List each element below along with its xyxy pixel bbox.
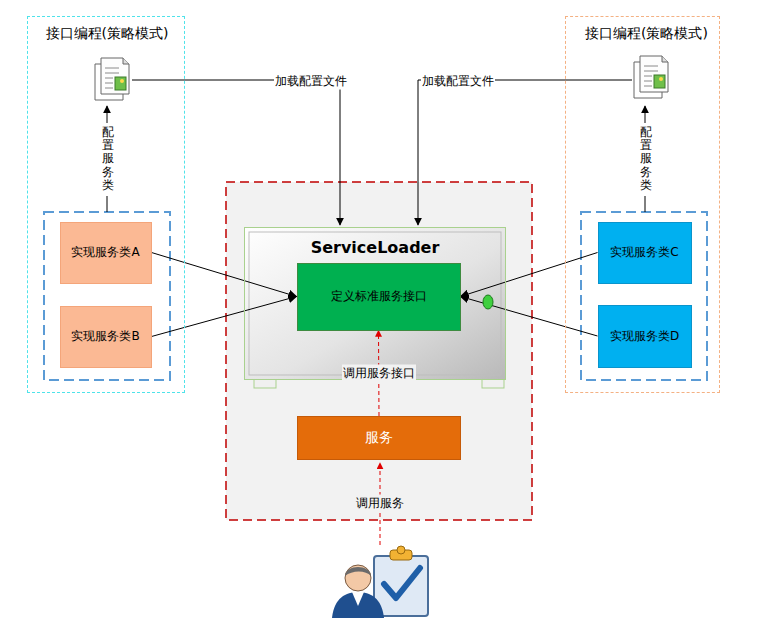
edge-label: 调用服务接口 [342, 365, 416, 382]
implements-arrow [461, 297, 598, 337]
region-title: 接口编程(策略模式) [578, 25, 715, 43]
flow-label: 加载配置文件 [421, 73, 495, 90]
implements-arrow [461, 253, 598, 297]
box-label: 实现服务类B [71, 329, 139, 344]
box-label: 实现服务类C [610, 245, 678, 260]
impl-box: 实现服务类C [598, 222, 692, 284]
impl-box: 实现服务类A [60, 222, 152, 284]
region-title: 接口编程(策略模式) [36, 25, 178, 43]
impl-box: 实现服务类B [60, 306, 152, 368]
box-label: 实现服务类A [71, 245, 139, 260]
service-region [226, 182, 532, 520]
impl-box: 实现服务类D [598, 305, 692, 368]
strategy-region: 接口编程(策略模式) 实现服务类C 实现服务类D [565, 16, 720, 393]
interface-port [481, 293, 495, 311]
interface-box: 定义标准服务接口 [297, 263, 461, 331]
service-loader: ServiceLoader 定义标准服务接口 [244, 227, 506, 380]
box-label: 实现服务类D [610, 329, 679, 344]
component-title: ServiceLoader [245, 238, 505, 258]
config-label: 配置服务类 [639, 126, 653, 192]
user-icon [332, 546, 428, 618]
group-frame [44, 212, 170, 380]
config-file-icon [634, 56, 668, 98]
load-line [132, 80, 340, 225]
strategy-region: 接口编程(策略模式) 实现服务类A 实现服务类B [27, 16, 185, 393]
loader-fill [244, 227, 506, 380]
flow-label: 加载配置文件 [274, 73, 348, 90]
load-line [418, 80, 632, 225]
flow-label: 调用服务 [355, 495, 405, 512]
box-label: 定义标准服务接口 [331, 289, 427, 304]
implements-arrow [152, 297, 297, 337]
box-label: 服务 [365, 429, 393, 447]
service-box: 服务 [297, 416, 461, 460]
implements-arrow [152, 253, 297, 297]
config-label: 配置服务类 [101, 126, 115, 192]
group-frame [581, 212, 707, 380]
config-file-icon [95, 58, 129, 100]
